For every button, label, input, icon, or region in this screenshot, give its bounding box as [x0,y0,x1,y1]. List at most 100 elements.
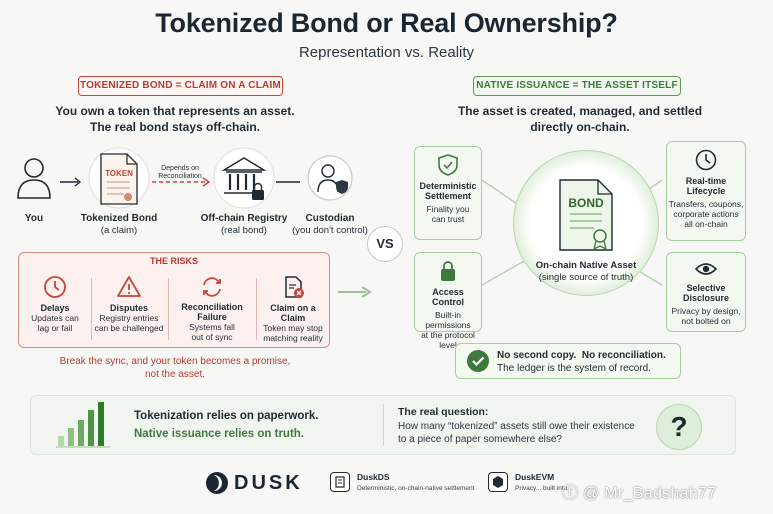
risks-panel [18,252,330,348]
warning-icon [117,276,141,297]
feature-line: Finality you [426,204,470,214]
question-line-2: to a piece of paper somewhere else? [398,434,562,445]
tokenized-bond-pill: TOKENIZED BOND = CLAIM ON A CLAIM [78,76,283,96]
native-issuance-pill: NATIVE ISSUANCE = THE ASSET ITSELF [473,76,681,96]
registry-building-icon [213,147,275,209]
tokenized-flow-diagram: TOKEN Depends on Reconciliation [17,147,353,209]
feature-title: Real-time [685,176,727,186]
banner-line-1: Tokenization relies on paperwork. [134,410,319,422]
node-sub: (real bond) [221,225,267,236]
warning-line-2: not the asset. [144,369,206,380]
node-title: Off-chain Registry [200,213,288,224]
risk-line: matching reality [263,333,323,343]
warning-text: Break the sync, and your token becomes a… [30,355,320,381]
risk-title: Disputes [109,303,148,313]
feature-selective-disclosure: Selective Disclosure Privacy by design, … [666,252,746,332]
risk-divider [168,278,169,340]
custodian-icon [307,155,353,201]
bond-document-icon: BOND [559,179,613,251]
tokenized-desc-line-1: You own a token that represents an asset… [55,104,295,118]
feature-line: Privacy by design, [671,306,741,316]
footer-item-sub: Deterministic, on-chain-native settlemen… [357,485,475,492]
bottom-line-1b: No reconciliation. [581,350,666,361]
dusk-logo-icon [206,472,228,494]
banner-divider [383,404,384,446]
person-icon [17,158,51,199]
lock-icon [441,261,455,281]
risk-line: Registry entries [99,313,159,323]
risk-title-2: Failure [197,312,227,322]
feature-title-2: Lifecycle [686,186,726,196]
flow-node-you: You [4,213,64,225]
risk-reconciliation-failure: Reconciliation Failure Systems fall out … [170,274,254,342]
native-desc-line-2: directly on-chain. [530,120,630,134]
duskds-icon [330,472,350,492]
feature-realtime-lifecycle: Real-time Lifecycle Transfers, coupons, … [666,141,746,241]
footer-item-title: DuskDS [357,472,390,482]
node-title: Custodian [305,213,355,224]
risk-line: out of sync [191,332,233,342]
duskevm-icon [488,472,508,492]
banner-line-2: Native issuance relies on truth. [134,428,305,440]
question-line-1: How many “tokenized” assets still owe th… [398,421,635,432]
system-of-record-box [455,343,681,379]
risk-line: Updates can [31,313,79,323]
clock-icon [695,149,717,171]
node-title: You [24,213,44,224]
feature-title: Access Control [432,287,464,307]
risk-disputes: Disputes Registry entries can be challen… [93,274,165,342]
feature-line: not bolted on [681,316,731,326]
watermark: ⓣ @ Mr_Badshah77 [562,485,717,502]
feature-title-2: Settlement [424,191,471,201]
flow-node-tokenized-bond: Tokenized Bond (a claim) [69,213,169,237]
check-circle-icon [467,350,489,372]
node-sub: (a claim) [100,225,138,236]
clock-icon [44,276,66,298]
question-mark-icon: ? [656,404,702,450]
feature-line: all on-chain [684,219,728,229]
risk-delays: Delays Updates can lag or fail [22,274,88,342]
bar-chart-icon [56,402,110,448]
native-description: The asset is created, managed, and settl… [430,103,730,135]
vs-badge: VS [367,226,403,262]
native-desc-line-1: The asset is created, managed, and settl… [457,104,703,118]
node-sub: (you don't control) [292,225,368,236]
risk-title: Reconciliation [181,302,243,312]
feature-title: Deterministic [419,181,477,191]
question-title: The real question: [398,406,489,418]
footer-item-title: DuskEVM [515,472,555,482]
feature-line: can trust [431,214,465,224]
eye-icon [694,263,718,275]
feature-title: Selective [686,283,726,293]
bottom-line-2: The ledger is the system of record. [497,363,651,374]
page-title: Tokenized Bond or Real Ownership? [155,8,618,38]
tokenized-desc-line-2: The real bond stays off-chain. [89,120,261,134]
feature-title-2: Disclosure [682,293,730,303]
native-asset-label: On-chain Native Asset (single source of … [513,260,659,284]
feature-line: corporate actions [673,209,739,219]
risk-line: Systems fall [189,322,235,332]
system-of-record-text: No second copy. No reconciliation. The l… [497,349,677,375]
document-error-icon [285,276,304,298]
arrow-label-2: Reconciliation [158,173,202,180]
risk-title: Claim on a Claim [270,303,316,323]
native-asset-ring [513,150,659,296]
flow-node-registry: Off-chain Registry (real bond) [194,213,294,237]
node-title: Tokenized Bond [80,213,158,224]
center-title: On-chain Native Asset [535,260,637,271]
risk-line: can be challenged [94,323,164,333]
risk-divider [256,278,257,340]
shield-check-icon [438,154,458,176]
center-sub: (single source of truth) [538,272,634,283]
risks-title: THE RISKS [149,256,198,266]
risk-line: lag or fail [37,323,73,333]
question-text: How many “tokenized” assets still owe th… [398,420,658,446]
risk-line: Token may stop [263,323,323,333]
risk-divider [91,278,92,340]
risk-claim-on-claim: Claim on a Claim Token may stop matching… [258,274,328,343]
dashed-dependency-arrow [152,177,211,187]
bottom-line-1a: No second copy. [497,350,577,361]
flow-node-custodian: Custodian (you don't control) [290,213,370,237]
footer-item-sub: Privacy... built into... [515,485,573,492]
token-label: TOKEN [105,169,133,178]
